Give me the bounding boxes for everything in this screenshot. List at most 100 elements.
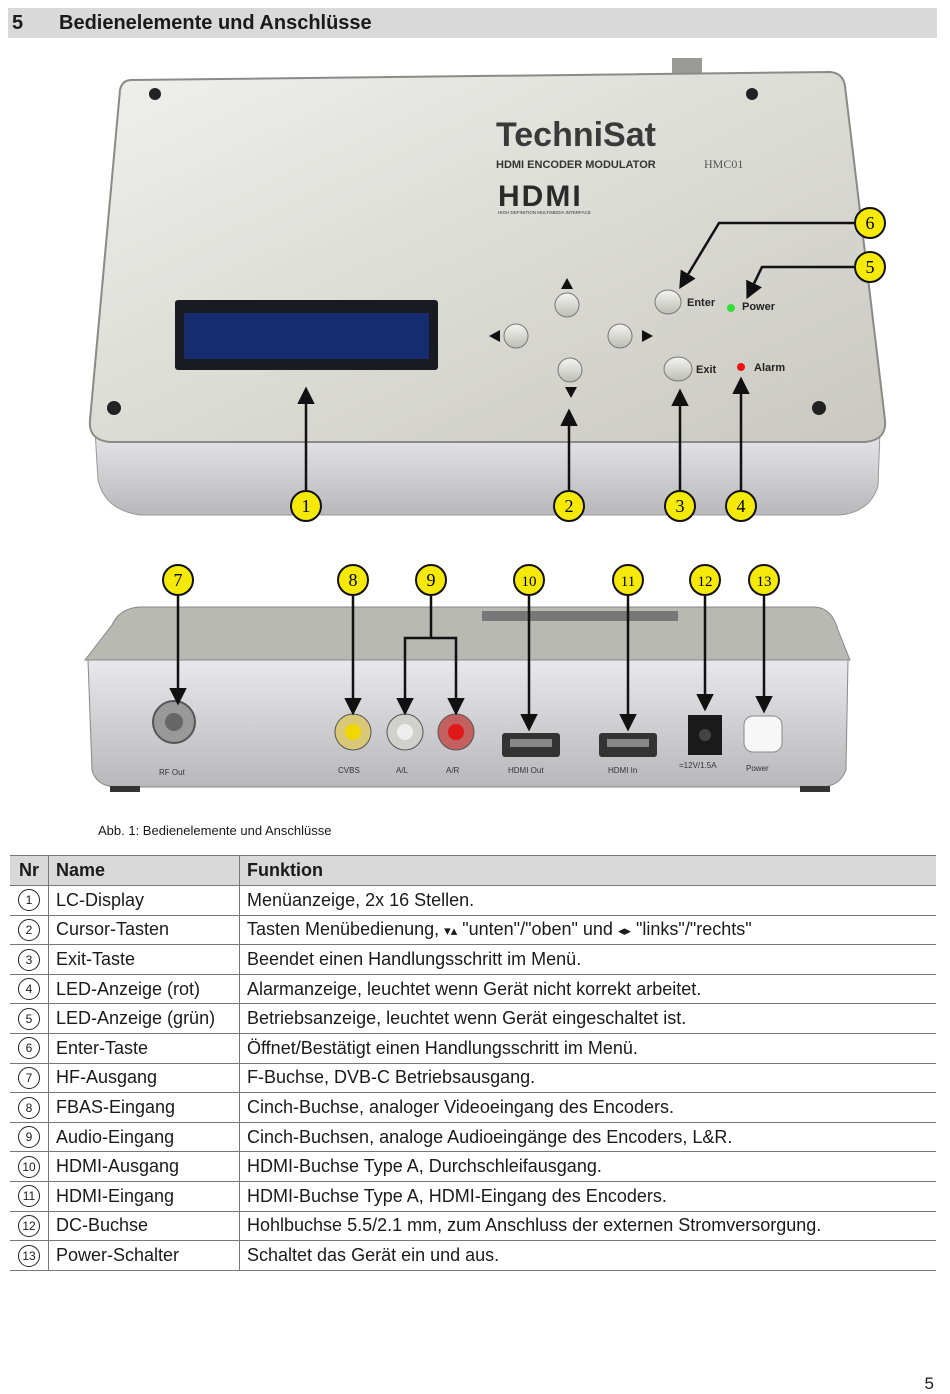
table-row: 13 Power-Schalter Schaltet das Gerät ein… (10, 1240, 936, 1271)
row-number: 5 (18, 1007, 40, 1030)
svg-text:6: 6 (866, 213, 875, 233)
led-red (737, 363, 745, 371)
row-name: HDMI-Eingang (48, 1181, 240, 1212)
row-nr: 11 (10, 1181, 49, 1212)
section-number: 5 (12, 11, 24, 34)
row-name: DC-Buchse (48, 1211, 240, 1242)
svg-text:1: 1 (302, 496, 311, 516)
row-function-text: "unten"/"oben" und (462, 919, 613, 940)
table-row: 5 LED-Anzeige (grün) Betriebsanzeige, le… (10, 1003, 936, 1034)
port-label-hdmi-in: HDMI In (608, 766, 637, 775)
callout-1: 1 (290, 490, 322, 522)
row-name: HDMI-Ausgang (48, 1151, 240, 1182)
button-right[interactable] (607, 323, 633, 349)
port-label-ar: A/R (446, 766, 460, 775)
table-header-row: Nr Name Funktion (10, 855, 936, 886)
row-number: 4 (18, 978, 40, 1001)
callout-4: 4 (725, 490, 757, 522)
enter-label: Enter (687, 297, 716, 309)
svg-text:13: 13 (757, 574, 772, 590)
screw (746, 88, 758, 100)
row-name: Power-Schalter (48, 1240, 240, 1271)
row-function: Cinch-Buchsen, analoge Audioeingänge des… (239, 1122, 936, 1153)
callout-12: 12 (689, 564, 721, 596)
col-header-name: Name (48, 855, 240, 886)
callout-13: 13 (748, 564, 780, 596)
table-row: 3 Exit-Taste Beendet einen Handlungsschr… (10, 944, 936, 975)
row-nr: 4 (10, 974, 49, 1005)
screw (812, 401, 826, 415)
hdmi-out-slot (510, 739, 552, 747)
power-switch (743, 715, 783, 753)
cvbs-core (345, 724, 361, 740)
callouts: 1 2 3 4 5 6 7 8 9 10 11 12 13 (162, 207, 886, 596)
port-label-al: A/L (396, 766, 409, 775)
port-label-rf-out: RF Out (159, 768, 186, 777)
svg-text:12: 12 (698, 574, 713, 590)
row-name: HF-Ausgang (48, 1063, 240, 1094)
table-row: 10 HDMI-Ausgang HDMI-Buchse Type A, Durc… (10, 1151, 936, 1182)
row-nr: 12 (10, 1211, 49, 1242)
table-row: 11 HDMI-Eingang HDMI-Buchse Type A, HDMI… (10, 1181, 936, 1212)
device-top-view: TechniSat HDMI ENCODER MODULATOR HMC01 H… (88, 58, 887, 516)
row-nr: 5 (10, 1003, 49, 1034)
button-down[interactable] (557, 357, 583, 383)
row-nr: 6 (10, 1033, 49, 1064)
svg-text:10: 10 (522, 574, 537, 590)
row-name: Enter-Taste (48, 1033, 240, 1064)
section-title: Bedienelemente und Anschlüsse (59, 11, 372, 34)
row-number: 3 (18, 948, 40, 971)
device-figure: TechniSat HDMI ENCODER MODULATOR HMC01 H… (83, 58, 887, 792)
button-exit[interactable] (663, 356, 693, 382)
hdmi-in-slot (607, 739, 649, 747)
row-nr: 2 (10, 915, 49, 946)
controls-table: Nr Name Funktion 1 LC-Display Menüanzeig… (10, 855, 936, 1271)
row-nr: 10 (10, 1151, 49, 1182)
row-name: LED-Anzeige (rot) (48, 974, 240, 1005)
row-number: 7 (18, 1066, 40, 1089)
hdmi-tagline: HIGH DEFINITION MULTIMEDIA INTERFACE (498, 210, 591, 215)
screw (149, 88, 161, 100)
back-callout-arrows (169, 596, 773, 732)
lcd-display (184, 313, 429, 359)
row-number: 2 (18, 919, 40, 942)
row-nr: 13 (10, 1240, 49, 1271)
row-number: 8 (18, 1096, 40, 1119)
svg-text:7: 7 (174, 570, 183, 590)
row-function-text: "links"/"rechts" (636, 919, 752, 940)
led-green (727, 304, 735, 312)
model-code: HMC01 (704, 157, 743, 171)
device-back-view: RF Out CVBS A/L A/R HDMI Out HDMI In =12… (83, 606, 851, 792)
button-enter[interactable] (654, 289, 682, 315)
callout-2: 2 (553, 490, 585, 522)
exit-label: Exit (696, 364, 717, 376)
callout-5: 5 (854, 251, 886, 283)
row-function: Cinch-Buchse, analoger Videoeingang des … (239, 1092, 936, 1123)
model-text: HDMI ENCODER MODULATOR (496, 159, 656, 171)
svg-text:4: 4 (737, 496, 746, 516)
port-label-hdmi-out: HDMI Out (508, 766, 544, 775)
row-nr: 8 (10, 1092, 49, 1123)
row-name: LC-Display (48, 885, 240, 916)
callout-11: 11 (612, 564, 644, 596)
row-function: HDMI-Buchse Type A, HDMI-Eingang des Enc… (239, 1181, 936, 1212)
callout-10: 10 (513, 564, 545, 596)
row-function: Alarmanzeige, leuchtet wenn Gerät nicht … (239, 974, 936, 1005)
table-row: 2 Cursor-Tasten Tasten Menübedienung, ▾▴… (10, 915, 936, 946)
row-number: 6 (18, 1037, 40, 1060)
button-left[interactable] (503, 323, 529, 349)
col-header-funktion: Funktion (239, 855, 936, 886)
section-header: 5 Bedienelemente und Anschlüsse (8, 8, 937, 38)
row-function: HDMI-Buchse Type A, Durchschleifausgang. (239, 1151, 936, 1182)
table-row: 8 FBAS-Eingang Cinch-Buchse, analoger Vi… (10, 1092, 936, 1123)
col-header-nr: Nr (10, 855, 49, 886)
row-number: 13 (18, 1244, 40, 1267)
button-up[interactable] (554, 292, 580, 318)
device-top-plate (88, 70, 887, 443)
callout-9: 9 (415, 564, 447, 596)
table-row: 6 Enter-Taste Öffnet/Bestätigt einen Han… (10, 1033, 936, 1064)
port-label-cvbs: CVBS (338, 766, 360, 775)
foot (800, 786, 830, 792)
row-number: 9 (18, 1126, 40, 1149)
right-arrow-icon (642, 330, 653, 342)
